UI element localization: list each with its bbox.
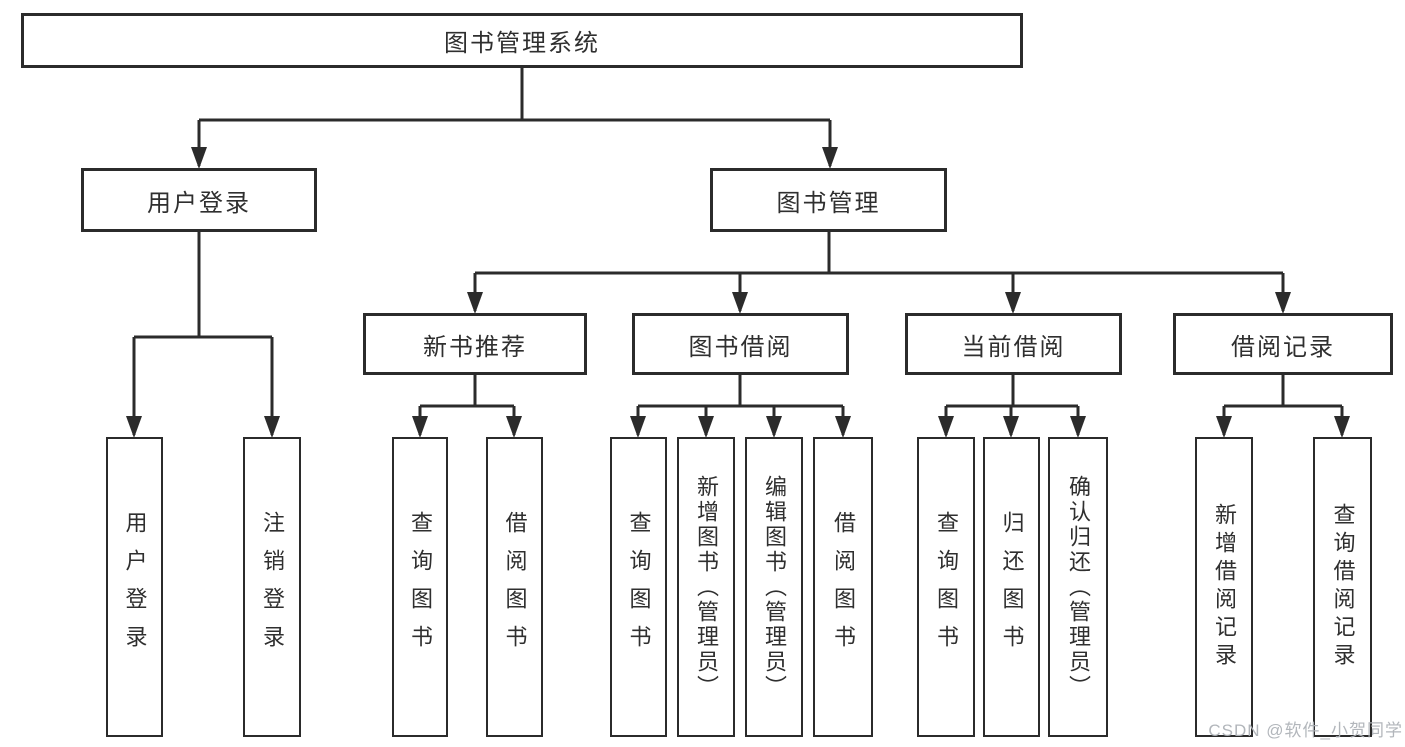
node-book-borrow: 图书借阅 [632, 313, 849, 375]
leaf-user-login-label: 用户登录 [122, 511, 148, 663]
arrowhead-icons [126, 147, 1350, 438]
node-user-login-label: 用户登录 [147, 189, 251, 217]
leaf-current-query-books-label: 查询图书 [934, 511, 959, 663]
node-borrow-records-label: 借阅记录 [1231, 333, 1335, 361]
csdn-watermark: CSDN @软件_小贺同学 [1208, 721, 1403, 740]
leaf-query-borrow-record: 查询借阅记录 [1313, 437, 1372, 737]
leaf-borrow-query-books-label: 查询图书 [626, 511, 652, 663]
node-current-borrow-label: 当前借阅 [961, 333, 1066, 361]
node-user-login: 用户登录 [81, 168, 317, 232]
leaf-logout: 注销登录 [243, 437, 301, 737]
node-root-label: 图书管理系统 [444, 30, 600, 57]
leaf-newbook-borrow-books-label: 借阅图书 [502, 511, 528, 663]
leaf-borrow-borrow-books: 借阅图书 [813, 437, 873, 737]
leaf-confirm-return-admin-label: 确认归还（管理员） [1066, 474, 1091, 700]
node-current-borrow: 当前借阅 [905, 313, 1122, 375]
tree-edges [132, 68, 1344, 435]
node-new-book-recommend-label: 新书推荐 [423, 333, 527, 361]
leaf-current-query-books: 查询图书 [917, 437, 975, 737]
leaf-borrow-query-books: 查询图书 [610, 437, 667, 737]
leaf-logout-label: 注销登录 [260, 511, 285, 663]
leaf-newbook-query-books: 查询图书 [392, 437, 448, 737]
leaf-user-login: 用户登录 [106, 437, 163, 737]
leaf-edit-books-admin-label: 编辑图书（管理员） [762, 474, 787, 700]
node-book-borrow-label: 图书借阅 [688, 333, 793, 361]
leaf-add-borrow-record-label: 新增借阅记录 [1212, 503, 1237, 671]
leaf-add-books-admin-label: 新增图书（管理员） [694, 474, 719, 700]
leaf-newbook-borrow-books: 借阅图书 [486, 437, 543, 737]
leaf-add-books-admin: 新增图书（管理员） [677, 437, 735, 737]
leaf-return-books-label: 归还图书 [999, 511, 1025, 663]
leaf-query-borrow-record-label: 查询借阅记录 [1330, 503, 1356, 671]
node-new-book-recommend: 新书推荐 [363, 313, 587, 375]
leaf-edit-books-admin: 编辑图书（管理员） [745, 437, 803, 737]
node-borrow-records: 借阅记录 [1173, 313, 1393, 375]
leaf-confirm-return-admin: 确认归还（管理员） [1048, 437, 1108, 737]
node-book-management: 图书管理 [710, 168, 947, 232]
leaf-borrow-borrow-books-label: 借阅图书 [831, 511, 856, 663]
node-book-management-label: 图书管理 [776, 189, 881, 217]
leaf-add-borrow-record: 新增借阅记录 [1195, 437, 1253, 737]
leaf-return-books: 归还图书 [983, 437, 1040, 737]
leaf-newbook-query-books-label: 查询图书 [408, 511, 433, 663]
node-root: 图书管理系统 [21, 13, 1023, 68]
